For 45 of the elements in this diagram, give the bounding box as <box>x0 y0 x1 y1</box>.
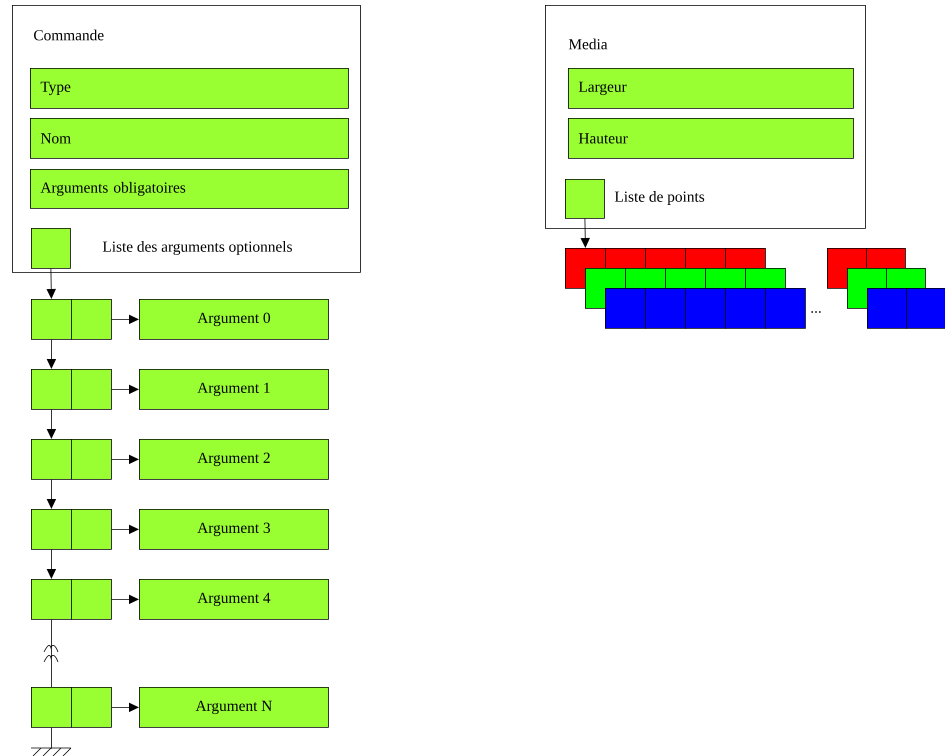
field-box: Type <box>30 68 349 109</box>
list-cell <box>71 687 112 728</box>
argument-box: Argument 1 <box>139 369 329 410</box>
argument-box: Argument N <box>139 687 329 728</box>
argument-box: Argument 2 <box>139 439 329 480</box>
list-cell <box>71 369 112 410</box>
field-box: Arguments obligatoires <box>30 169 349 209</box>
list-cell <box>31 579 72 620</box>
argument-box: Argument 3 <box>139 509 329 550</box>
pixel-cell <box>867 288 907 329</box>
pixel-cell <box>725 248 766 269</box>
argument-box: Argument 4 <box>139 579 329 620</box>
pixel-cell <box>625 268 666 289</box>
field-box: Hauteur <box>568 118 854 159</box>
list-cell <box>71 439 112 480</box>
pixel-cell <box>685 288 726 329</box>
pixel-cell <box>725 288 766 329</box>
list-cell <box>71 579 112 620</box>
node-label: Liste des arguments optionnels <box>102 241 292 255</box>
pixel-cell <box>765 288 806 329</box>
connector-line <box>51 727 52 750</box>
argument-box: Argument 0 <box>139 299 329 340</box>
pixel-cell <box>886 268 926 289</box>
list-cell <box>71 509 112 550</box>
field-box: Largeur <box>568 68 854 109</box>
node-label: Liste de points <box>614 191 704 205</box>
pixel-cell <box>665 268 706 289</box>
list-cell <box>31 369 72 410</box>
pixel-cell <box>605 248 646 269</box>
pixel-cell <box>645 248 686 269</box>
list-cell <box>31 439 72 480</box>
pixel-cell <box>605 288 646 329</box>
list-cell <box>31 687 72 728</box>
list-cell <box>71 299 112 340</box>
pixel-cell <box>906 288 945 329</box>
list-cell <box>31 509 72 550</box>
pixel-cell <box>866 248 906 269</box>
pixel-cell <box>685 248 726 269</box>
field-box: Nom <box>30 118 349 159</box>
pixel-cell <box>745 268 786 289</box>
pixel-cell <box>645 288 686 329</box>
list-cell <box>31 299 72 340</box>
connector-line <box>51 619 52 688</box>
ellipsis: ... <box>811 311 821 313</box>
pixel-cell <box>705 268 746 289</box>
